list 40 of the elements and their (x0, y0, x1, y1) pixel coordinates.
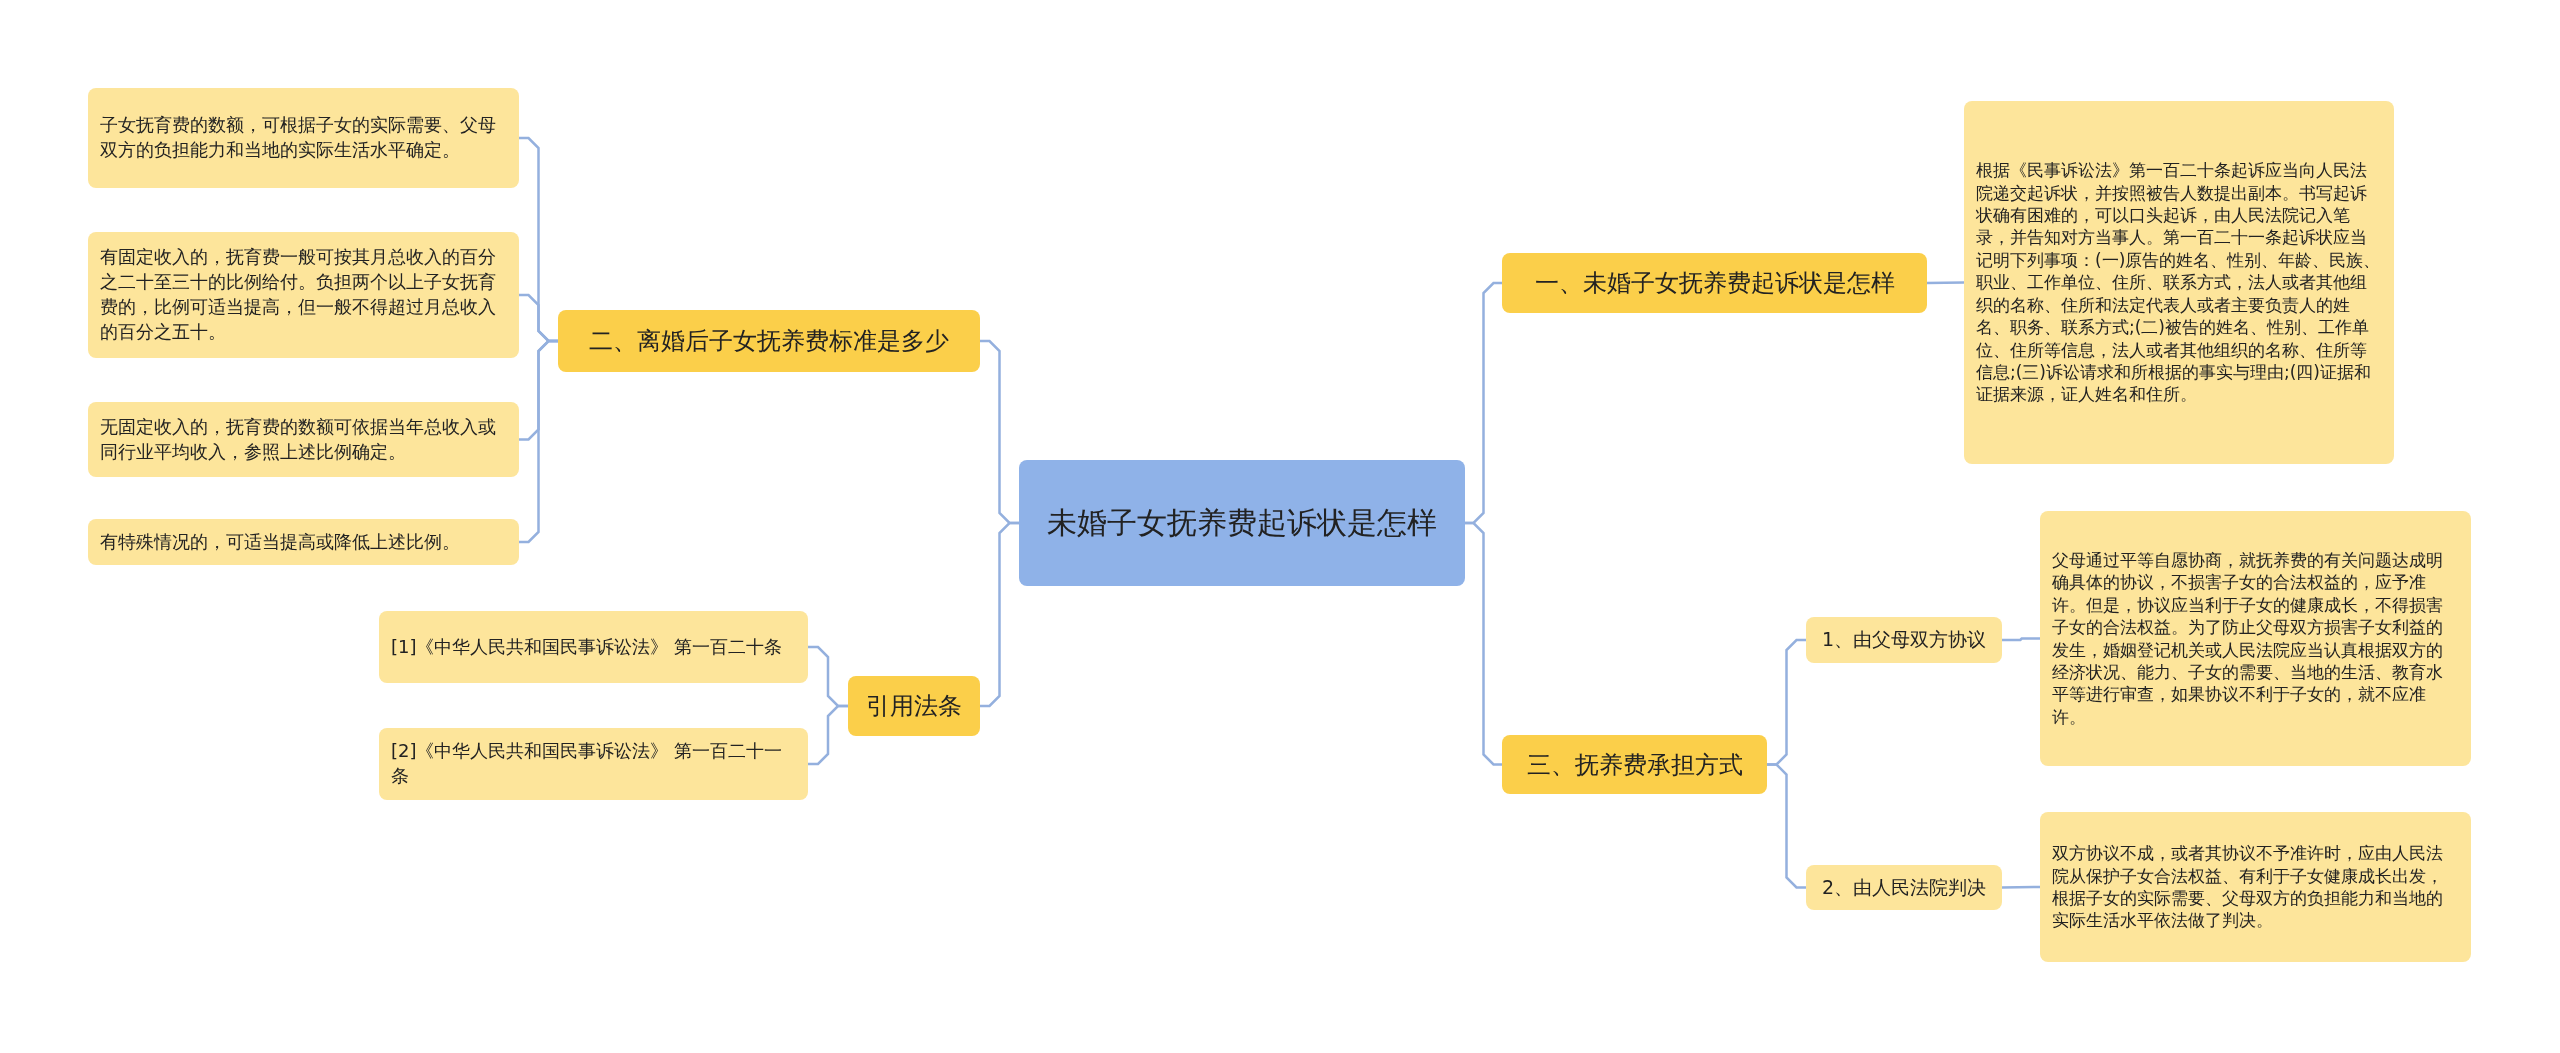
branch-topic (848, 676, 980, 736)
connector-line (1767, 763, 1806, 889)
topic-text: 三、抚养费承担方式 (1526, 749, 1743, 781)
subtopic (1806, 865, 2002, 910)
connector-line (1927, 281, 1964, 285)
topic-text: 2、由人民法院判决 (1821, 874, 1987, 900)
note-text: 双方协议不成，或者其协议不予准许时，应由人民法院从保护子女合法权益、有利于子女健康成长出发，根据子女的实际需要、父母双方的负担能力和当地的实际生活水平依法做了判决。 (2052, 842, 2444, 932)
topic-text: 未婚子女抚养费起诉状是怎样 (1047, 503, 1437, 542)
note-text: 父母通过平等自愿协商，就抚养费的有关问题达成明确具体的协议，不损害子女的合法权益的，应予准许。但是，协议应当利于子女的健康成长，不得损害子女的合法权益。为了防止父母双方损害子女利益的发生，婚姻登记机关或人民法院应当认真根据双方的经济状况、能力、子女的需要、当地的生活、教育水平等进行审查，如果协议不利于子女的，就不应准许。 (2052, 548, 2444, 729)
topic-text: 引用法条 (866, 691, 962, 722)
note-card (1964, 101, 2394, 464)
connector-line (2002, 637, 2040, 642)
topic-text: 二、离婚后子女抚养费标准是多少 (589, 326, 949, 357)
subtopic (1806, 617, 2002, 663)
note-text: 根据《民事诉讼法》第一百二十条起诉应当向人民法院递交起诉状，并按照被告人数提出副本。书写起诉状确有困难的，可以口头起诉，由人民法院记入笔录，并告知对方当事人。第一百二十一条起诉状应当记明下列事项：(一)原告的姓名、性别、年龄、民族、职业、工作单位、住所、联系方式，法人或者其他组织的名称、住所和法定代表人或者主要负责人的姓名、职务、联系方式;(二)被告的姓名、性别、工作单位、住所等信息，法人或者其他组织的名称、住所等信息;(三)诉讼请求和所根据的事实与理由;(四)证据和证据来源，证人姓名和住所。 (1976, 159, 2382, 406)
note-text: 无固定收入的，抚育费的数额可依据当年总收入或同行业平均收入，参照上述比例确定。 (100, 414, 497, 464)
connector-line (808, 704, 848, 766)
note-text: 子女抚育费的数额，可根据子女的实际需要、父母双方的负担能力和当地的实际生活水平确定。 (100, 113, 497, 162)
note-text: 有固定收入的，抚育费一般可按其月总收入的百分之二十至三十的比例给付。负担两个以上子女抚育费的，比例可适当提高，但一般不得超过月总收入的百分之五十。 (100, 245, 497, 344)
branch-topic (1502, 735, 1767, 794)
central-topic (1019, 460, 1465, 586)
note-card (379, 611, 808, 683)
note-card (88, 519, 519, 565)
note-card (379, 728, 808, 800)
note-text: [1]《中华人民共和国民事诉讼法》 第一百二十条 (391, 634, 783, 659)
branch-topic (1502, 253, 1927, 313)
connector-line (519, 339, 558, 544)
note-card (88, 88, 519, 188)
note-card (88, 402, 519, 477)
note-card (2040, 511, 2471, 766)
connector-line (980, 521, 1019, 708)
note-text: [2]《中华人民共和国民事诉讼法》 第一百二十一条 (391, 739, 784, 788)
branch-topic (558, 310, 980, 372)
topic-text: 1、由父母双方协议 (1821, 627, 1987, 652)
topic-text: 一、未婚子女抚养费起诉状是怎样 (1534, 268, 1895, 299)
connector-line (1465, 521, 1502, 766)
connector-line (2002, 885, 2040, 889)
note-card (88, 232, 519, 358)
note-text: 有特殊情况的，可适当提高或降低上述比例。 (100, 529, 460, 554)
note-card (2040, 812, 2471, 962)
